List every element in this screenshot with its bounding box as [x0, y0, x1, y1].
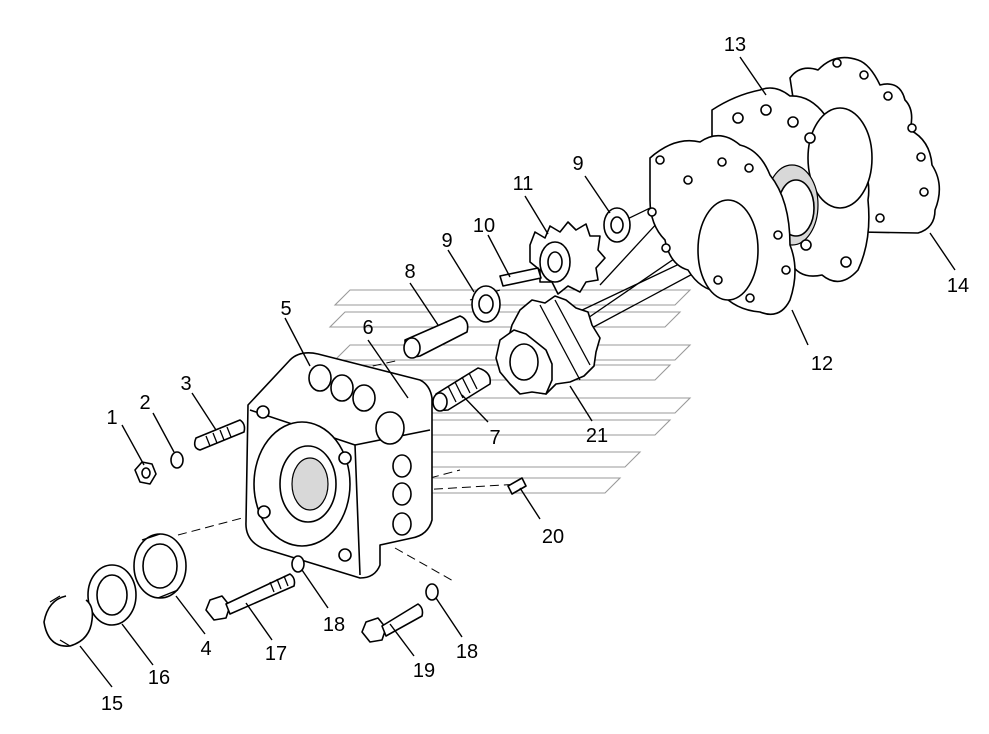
callout-17: 17 [265, 643, 287, 665]
lock-washer-2 [170, 451, 184, 469]
shaft-8 [403, 315, 469, 359]
gear-pair-21 [495, 295, 601, 395]
snap-ring-15 [43, 595, 94, 647]
washer-9-right [603, 207, 631, 243]
callout-21: 21 [586, 425, 608, 447]
bolt-17 [205, 573, 296, 621]
callout-16: 16 [148, 667, 170, 689]
leader-lines [79, 56, 956, 688]
callout-15: 15 [101, 693, 123, 715]
stud-3 [193, 419, 246, 451]
callout-20: 20 [542, 526, 564, 548]
pump-body-13 [711, 87, 873, 283]
callout-labels: 1 2 3 4 5 6 7 8 9 9 10 11 12 13 14 15 16… [101, 34, 969, 715]
dowel-pin-20 [507, 477, 527, 495]
drive-gear-11 [529, 221, 606, 295]
callout-8: 8 [404, 261, 415, 283]
callout-5: 5 [280, 298, 291, 320]
callout-19: 19 [413, 660, 435, 682]
washer-18-upper [291, 555, 305, 573]
callout-2: 2 [139, 392, 150, 414]
callout-12: 12 [811, 353, 833, 375]
threaded-shaft-7 [432, 367, 492, 412]
housing-5 [245, 352, 433, 579]
key-10 [499, 267, 542, 287]
nut-1 [134, 461, 157, 485]
callout-13: 13 [724, 34, 746, 56]
callout-10: 10 [473, 215, 495, 237]
callout-9-right: 9 [572, 153, 583, 175]
bolt-19 [361, 603, 424, 643]
callout-4: 4 [200, 638, 211, 660]
washer-18-lower [425, 583, 439, 601]
callout-18-lower: 18 [456, 641, 478, 663]
callout-9-left: 9 [441, 230, 452, 252]
callout-18-upper: 18 [323, 614, 345, 636]
callout-14: 14 [947, 275, 969, 297]
callout-11: 11 [513, 173, 534, 195]
washer-9-left [471, 285, 501, 323]
callout-3: 3 [180, 373, 191, 395]
gasket-12 [647, 134, 796, 316]
seal-4 [133, 533, 187, 599]
callout-7: 7 [489, 427, 500, 449]
callout-6: 6 [362, 317, 373, 339]
washer-16 [87, 564, 137, 626]
callout-1: 1 [106, 407, 117, 429]
